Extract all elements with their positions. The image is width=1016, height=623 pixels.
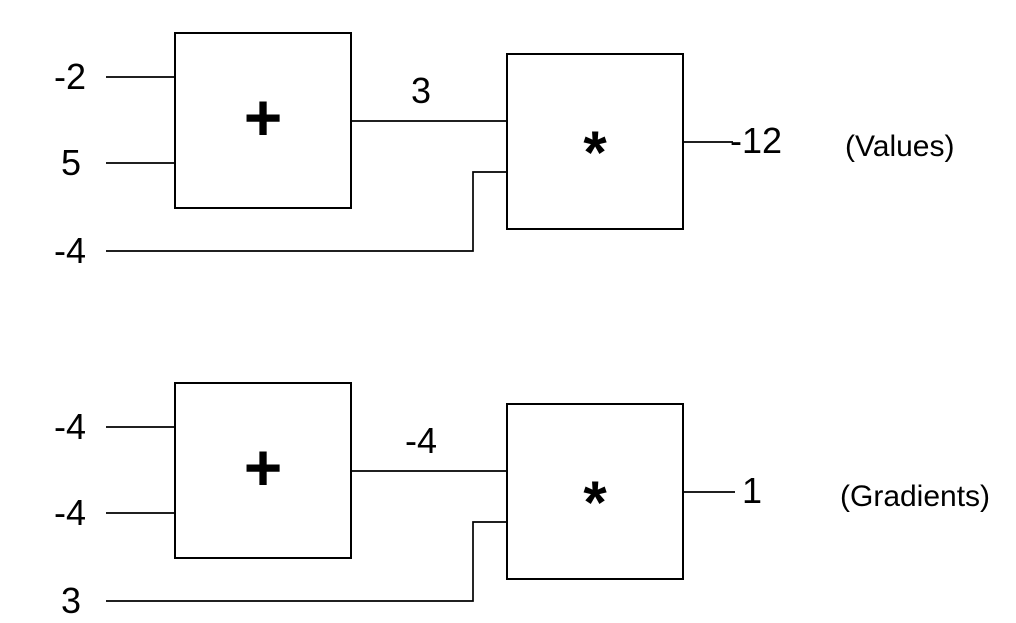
multiply-operator-icon: * [583, 469, 607, 536]
gradients-diagram: -4 -4 3 -4 1 + * (Gradients) [54, 382, 990, 621]
values-intermediate-label: 3 [411, 70, 431, 111]
values-output-label: -12 [730, 120, 782, 161]
gradients-extra-input-label: 3 [61, 580, 81, 621]
values-input-label-1: -2 [54, 56, 86, 97]
values-wire-extra-input [106, 171, 507, 252]
gradients-mul-box [506, 403, 684, 580]
plus-operator-icon: + [244, 430, 283, 504]
gradients-wire-extra-input [106, 521, 507, 602]
plus-operator-icon: + [244, 80, 283, 154]
values-add-box [174, 32, 352, 209]
values-mul-box [506, 53, 684, 230]
values-diagram: -2 5 -4 3 -12 + * (Values) [54, 32, 954, 271]
gradients-output-label: 1 [742, 470, 762, 511]
values-extra-input-label: -4 [54, 230, 86, 271]
values-input-label-2: 5 [61, 142, 81, 183]
multiply-operator-icon: * [583, 119, 607, 186]
values-caption: (Values) [845, 130, 954, 163]
gradients-intermediate-label: -4 [405, 420, 437, 461]
gradients-add-box [174, 382, 352, 559]
gradients-input-label-2: -4 [54, 492, 86, 533]
gradients-input-label-1: -4 [54, 406, 86, 447]
gradients-caption: (Gradients) [840, 480, 990, 513]
